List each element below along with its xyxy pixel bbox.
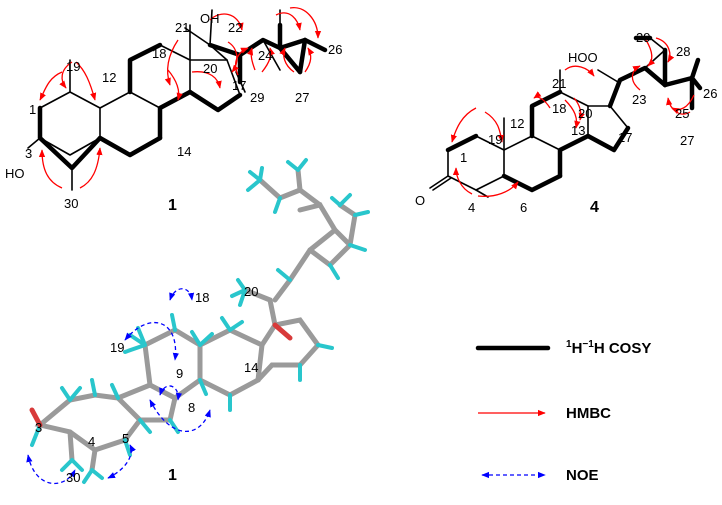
hydroxyl-label-1: HO	[5, 166, 25, 181]
legend-cosy-text: COSY	[609, 340, 652, 357]
c12-label-1: 12	[102, 70, 116, 85]
oxygen-3-stick	[29, 407, 43, 428]
c19-label-3d: 19	[110, 340, 124, 355]
c21-label-1: 21	[175, 20, 189, 35]
compound-1-3d-model: 18 20 19 9 14 8 3 4 5 30 1	[26, 158, 370, 485]
oh-label-1: OH	[200, 11, 220, 26]
c23-label-4: 23	[632, 92, 646, 107]
hoo-label-4: HOO	[568, 50, 598, 65]
compound-1-structure: 1 3 HO 30 19 12 18 14 21 OH 20 17 22 24 …	[5, 7, 342, 214]
c4-label-4: 4	[468, 200, 475, 215]
legend-noe-label: NOE	[566, 467, 599, 484]
c20-label-1: 20	[203, 61, 217, 76]
c26-label-4: 26	[703, 86, 717, 101]
c25-label-4: 25	[675, 106, 689, 121]
c17-label-1: 17	[232, 78, 246, 93]
c9-label-3d: 9	[176, 366, 183, 381]
c27-label-1: 27	[295, 90, 309, 105]
c29-label-1: 29	[250, 90, 264, 105]
c28-label-4: 28	[676, 44, 690, 59]
c19-label-4: 19	[488, 132, 502, 147]
c1-label-4: 1	[460, 150, 467, 165]
c17-label-4: 17	[618, 130, 632, 145]
carbonyl-o-label-4: O	[415, 193, 425, 208]
compound-1-hmbc-arrows	[38, 7, 322, 189]
legend-hmbc-label: HMBC	[566, 405, 611, 422]
c19-label-1: 19	[66, 59, 80, 74]
oxygen-20-stick	[272, 322, 293, 341]
c30-label-1: 30	[64, 196, 78, 211]
compound-4-structure: 29 HOO 28 26 21 18 12 20 23 25 13 17 1 1…	[415, 30, 717, 216]
c26-label-1: 26	[328, 42, 342, 57]
compound-4-label: 4	[590, 199, 599, 216]
c12-label-4: 12	[510, 116, 524, 131]
c20-label-3d: 20	[244, 284, 258, 299]
c30-label-3d: 30	[66, 470, 80, 485]
c24-label-1: 24	[258, 48, 272, 63]
c27-label-4: 27	[680, 133, 694, 148]
c4-label-3d: 4	[88, 434, 95, 449]
c14-label-3d: 14	[244, 360, 258, 375]
noe-arrows	[26, 288, 211, 485]
compound-4-hmbc-arrows	[450, 37, 695, 198]
compound-1-label: 1	[168, 197, 177, 214]
c6-label-4: 6	[520, 200, 527, 215]
c18-label-1: 18	[152, 46, 166, 61]
carbon-skeleton	[34, 167, 358, 473]
compound-4-bonds	[429, 37, 666, 198]
c20-label-4: 20	[578, 106, 592, 121]
c8-label-3d: 8	[188, 400, 195, 415]
c18-label-4: 18	[552, 101, 566, 116]
hydrogen-sticks	[30, 158, 370, 484]
legend-cosy-label: 1H−1H COSY	[566, 339, 651, 357]
compound-1-cosy-bonds	[37, 22, 328, 171]
c3-label-1: 3	[25, 146, 32, 161]
c1-label-1: 1	[29, 102, 36, 117]
c18-label-3d: 18	[195, 290, 209, 305]
c14-label-1: 14	[177, 144, 191, 159]
model-3d-label: 1	[168, 467, 177, 484]
c13-label-4: 13	[571, 123, 585, 138]
legend: 1H−1H COSY HMBC NOE	[475, 339, 651, 484]
c21-label-4: 21	[552, 76, 566, 91]
c22-label-1: 22	[228, 20, 242, 35]
c3-label-3d: 3	[35, 420, 42, 435]
c29-label-4: 29	[636, 30, 650, 45]
c5-label-3d: 5	[122, 431, 129, 446]
